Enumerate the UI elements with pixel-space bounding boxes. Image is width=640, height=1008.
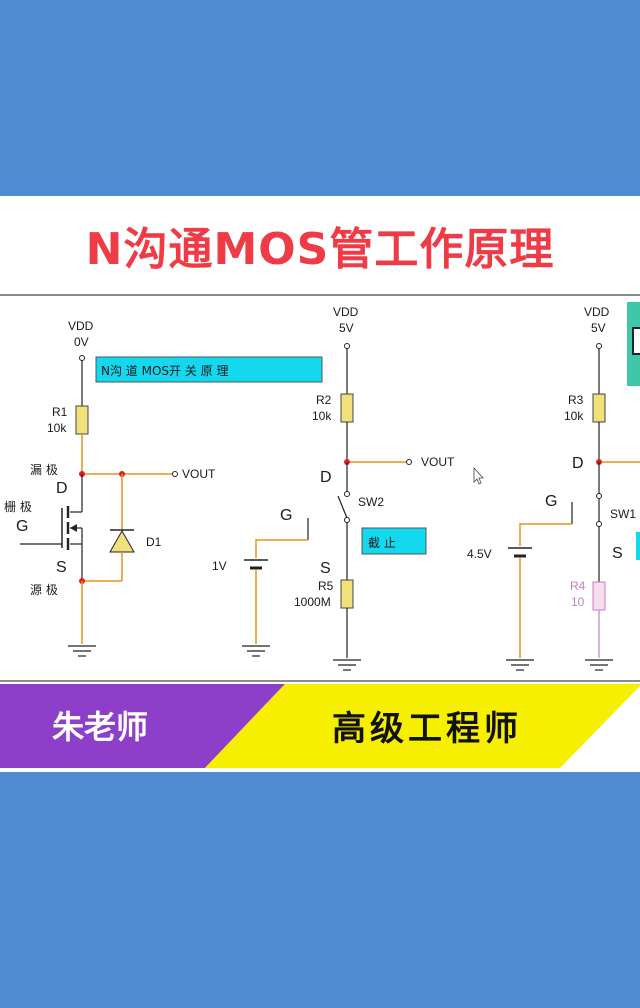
c1-drain-cn: 漏 极: [30, 463, 58, 477]
c2-r5-value: 1000M: [294, 595, 331, 609]
c2-r2-name: R2: [316, 393, 332, 407]
cursor-icon: [473, 466, 484, 485]
teacher-panel: [0, 684, 285, 768]
circuit-diagram: VDD 0V N沟 道 MOS开 关 原 理 R1 10k VOUT 漏 极 D…: [0, 294, 640, 682]
page-title: N沟通MOS管工作原理: [85, 224, 555, 275]
c3-ground-icon: [585, 659, 613, 671]
c1-label-box-text: N沟 道 MOS开 关 原 理: [101, 364, 228, 378]
circuit-2: VDD 5V R2 10k VOUT D SW2 G 截 止 S: [212, 305, 455, 671]
c1-vdd-terminal: [79, 355, 85, 361]
c3-battery-icon: [508, 547, 532, 558]
c2-switch-blade[interactable]: [337, 495, 348, 519]
c3-switch-label: SW1: [610, 507, 636, 521]
c2-switch-top-contact: [344, 491, 350, 497]
c3-r3-name: R3: [568, 393, 584, 407]
c3-r4-name: R4: [570, 579, 586, 593]
circuit-3: VDD 5V R3 10k D SW1 G: [467, 302, 640, 671]
circuit-svg: VDD 0V N沟 道 MOS开 关 原 理 R1 10k VOUT 漏 极 D…: [0, 302, 640, 682]
c3-vdd-label: VDD: [584, 305, 610, 319]
circuit-1: VDD 0V N沟 道 MOS开 关 原 理 R1 10k VOUT 漏 极 D…: [4, 319, 323, 657]
c2-vdd-value: 5V: [339, 321, 354, 335]
c2-source-label: S: [320, 560, 331, 577]
c3-wire-gate: [519, 523, 572, 546]
c1-mosfet: [20, 474, 83, 581]
c3-battery-ground-icon: [506, 659, 534, 671]
c3-vdd-value: 5V: [591, 321, 606, 335]
c1-vout-terminal: [172, 471, 178, 477]
c2-r5-name: R5: [318, 579, 334, 593]
c1-gate-cn: 栅 极: [4, 499, 32, 514]
c3-vdd-terminal: [596, 343, 602, 349]
c1-source-cn: 源 极: [30, 583, 58, 597]
title-banner: N沟通MOS管工作原理: [0, 196, 640, 294]
c3-side-box: [632, 327, 640, 355]
c2-vout-label: VOUT: [421, 455, 455, 469]
c2-vdd-label: VDD: [333, 305, 359, 319]
presenter-banner-svg: 朱老师 高级工程师: [0, 684, 640, 768]
c3-gate-label: G: [545, 493, 557, 510]
c1-r1-value: 10k: [47, 421, 67, 435]
c1-source-label: S: [56, 559, 67, 576]
c2-vdd-terminal: [344, 343, 350, 349]
c2-battery-label: 1V: [212, 559, 227, 573]
c3-source-label: S: [612, 545, 623, 562]
c3-r3-value: 10k: [564, 409, 584, 423]
c1-vdd-label: VDD: [68, 319, 94, 333]
role-panel: [205, 684, 640, 768]
c2-resistor-r2: [340, 393, 354, 423]
top-background: [0, 0, 640, 196]
c2-battery-icon: [244, 559, 268, 570]
c2-r2-value: 10k: [312, 409, 332, 423]
c3-resistor-r4: [592, 581, 606, 611]
teacher-role: 高级工程师: [332, 710, 522, 748]
c2-battery-ground-icon: [242, 645, 270, 657]
c1-r1-name: R1: [52, 405, 68, 419]
c2-switch-bottom-contact: [344, 517, 350, 523]
c2-vout-terminal: [406, 459, 412, 465]
c1-label-box: [95, 356, 323, 383]
c1-diode-label: D1: [146, 535, 162, 549]
c3-r4-value: 10: [571, 595, 585, 609]
c1-vdd-value: 0V: [74, 335, 89, 349]
c1-ground-icon: [68, 645, 96, 657]
c2-state-label: 截 止: [368, 536, 396, 550]
c3-state-box-edge: [636, 532, 640, 560]
c3-drain-label: D: [572, 455, 584, 472]
bottom-background: [0, 772, 640, 1008]
presenter-banner: 朱老师 高级工程师: [0, 682, 640, 772]
teacher-name: 朱老师: [52, 709, 148, 745]
c2-resistor-r5: [340, 579, 354, 609]
c1-resistor-r1: [75, 405, 89, 435]
c3-resistor-r3: [592, 393, 606, 423]
c2-switch-label: SW2: [358, 495, 384, 509]
c3-switch-top-contact: [596, 493, 602, 499]
c3-battery-label: 4.5V: [467, 547, 492, 561]
c2-gate-label: G: [280, 507, 292, 524]
c1-drain-label: D: [56, 480, 68, 497]
c2-ground-icon: [333, 659, 361, 671]
c3-switch-bottom-contact: [596, 521, 602, 527]
c1-gate-label: G: [16, 518, 28, 535]
c2-wire-gate: [255, 539, 308, 558]
c1-vout-label: VOUT: [182, 467, 216, 481]
c1-diode-d1: [109, 474, 135, 581]
c2-drain-label: D: [320, 469, 332, 486]
c2-state-box: [361, 527, 427, 555]
